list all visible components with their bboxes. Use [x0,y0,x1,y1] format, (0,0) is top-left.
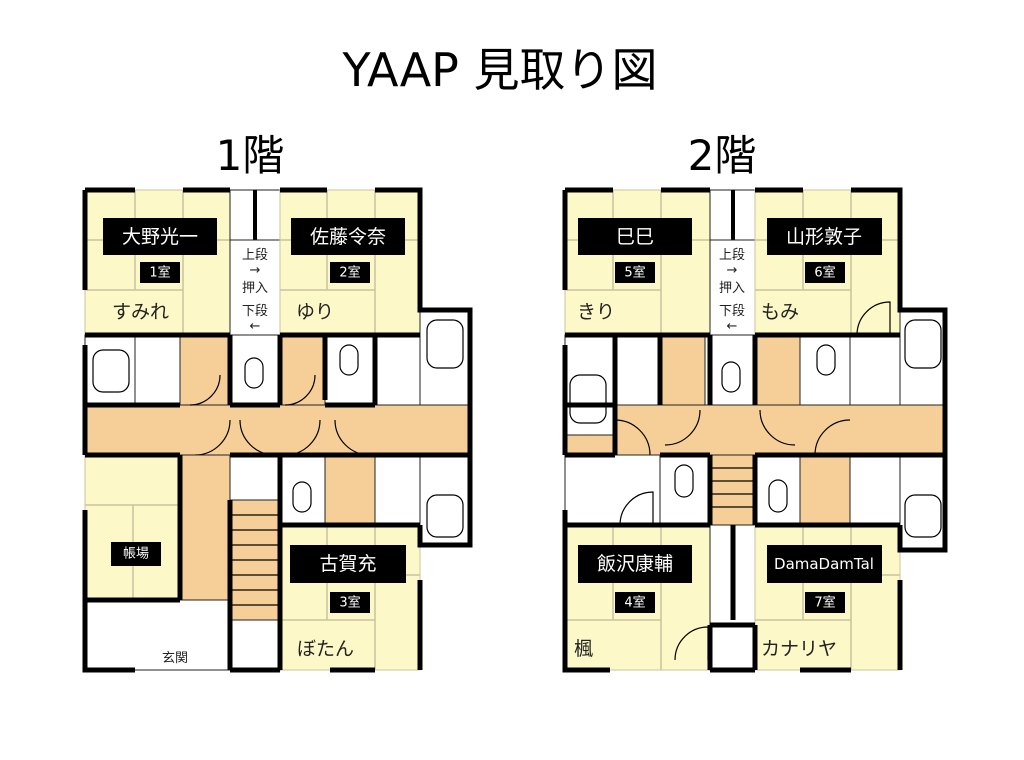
room-name: もみ [761,301,799,323]
room-number: 1室 [149,265,170,281]
tenant-label-1 [103,218,217,255]
svg-text:押入: 押入 [719,281,745,296]
svg-text:上段: 上段 [242,248,268,263]
floor-1-plan: 大野光一 1室 すみれ 佐藤令奈 2室 ゆり 上段 → 押入 下段 ← 帳場 古… [82,187,473,673]
svg-text:→: → [727,263,738,278]
tenant-name: 山形敦子 [786,226,862,248]
oshiire [229,239,281,336]
room-number: 5室 [624,265,645,281]
tenant-label-6 [767,218,882,255]
corridor-1f [84,404,471,456]
room-number: 3室 [339,595,360,611]
floor-1-heading: 1階 [216,131,285,180]
tenant-name: DamaDamTal [774,555,874,573]
tenant-label-2 [291,218,405,255]
toilet-1f-b [324,334,376,406]
tenant-label-4 [578,545,692,583]
entrance[interactable] [84,599,231,671]
room-number: 4室 [624,595,645,611]
page-title: YAAP 見取り図 [341,43,657,97]
room-name: 楓 [574,638,593,660]
floor-2-plan: 巳巳 5室 きり 山形敦子 6室 もみ 上段 → 押入 下段 ← 飯沢康輔 4室… [562,187,948,673]
room-name: すみれ [112,301,169,323]
floor-2-heading: 2階 [688,131,757,180]
toilet-1f-a [229,334,281,406]
closet-label: 上段 → 押入 下段 ← [242,248,268,334]
hall-1f [179,454,231,621]
svg-text:←: ← [250,319,261,334]
entrance-label: 玄関 [162,651,188,666]
svg-text:上段: 上段 [719,248,745,263]
tenant-label-3 [290,545,406,583]
svg-text:下段: 下段 [719,304,745,319]
tenant-name: 大野光一 [122,226,198,248]
room-number: 7室 [814,595,835,611]
tenant-name: 佐藤令奈 [310,226,386,248]
svg-text:←: ← [727,319,738,334]
svg-text:押入: 押入 [242,281,268,296]
room-number: 2室 [339,265,360,281]
closet-label-2f: 上段 → 押入 下段 ← [719,248,745,334]
office-label: 帳場 [123,547,149,562]
svg-text:下段: 下段 [242,304,268,319]
toilet-1f-c [279,454,326,526]
svg-text:→: → [250,263,261,278]
corridor-2f [614,404,946,456]
oshiire-2f [709,239,756,336]
tenant-label-7 [767,545,882,583]
tenant-name: 古賀充 [319,553,376,575]
room-name: ぼたん [297,638,354,660]
tenant-label-5 [578,218,692,255]
room-name: カナリヤ [761,638,837,660]
tenant-name: 飯沢康輔 [597,553,673,575]
room-name: ゆり [296,301,334,323]
room-name: きり [577,301,615,323]
tenant-name: 巳巳 [616,226,654,248]
stairs-2f[interactable] [709,454,756,526]
room-number: 6室 [814,265,835,281]
